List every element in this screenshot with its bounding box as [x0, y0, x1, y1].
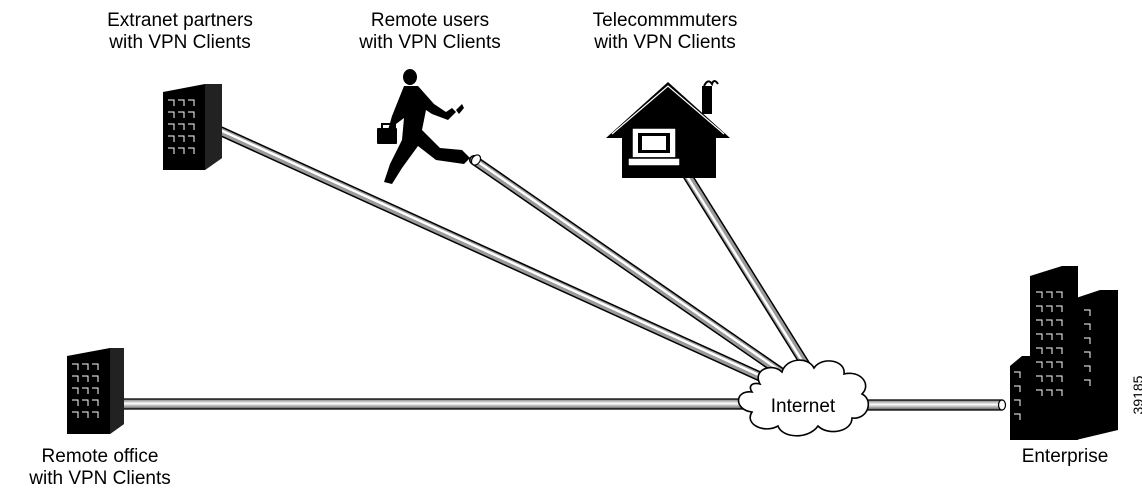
telecommuters-label: Telecommmuters with VPN Clients	[555, 10, 775, 54]
remote-users-label-line2: with VPN Clients	[359, 32, 501, 53]
remote-users-label-line1: Remote users	[370, 10, 490, 31]
enterprise-label: Enterprise	[1021, 446, 1109, 467]
figure-id-label: 39185	[1130, 375, 1142, 415]
extranet-partners-label: Extranet partners with VPN Clients	[70, 10, 290, 54]
running-businessman-icon	[377, 69, 470, 184]
telecommuters-label-line1: Telecommmuters	[592, 10, 738, 31]
connection-remote-office-internet	[119, 398, 751, 410]
extranet-partners-label-line2: with VPN Clients	[109, 32, 251, 53]
connection-extranet-internet	[213, 125, 777, 387]
remote-office-label-line1: Remote office	[41, 446, 159, 467]
internet-label: Internet	[770, 396, 836, 417]
remote-users-label: Remote users with VPN Clients	[325, 10, 535, 54]
telecommuters-label-line2: with VPN Clients	[594, 32, 736, 53]
office-building-icon	[67, 348, 124, 434]
remote-office-label-line2: with VPN Clients	[29, 468, 171, 489]
cloud-icon	[737, 359, 870, 437]
extranet-partners-label-line1: Extranet partners	[107, 10, 253, 31]
house-with-computer-icon	[606, 80, 730, 178]
connection-internet-enterprise	[865, 399, 1007, 411]
connection-remote-users-internet	[469, 154, 797, 385]
connection-telecommuters-internet	[679, 165, 820, 385]
remote-office-label: Remote office with VPN Clients	[0, 446, 200, 490]
office-building-icon	[163, 84, 222, 170]
enterprise-towers-icon	[1010, 266, 1118, 440]
